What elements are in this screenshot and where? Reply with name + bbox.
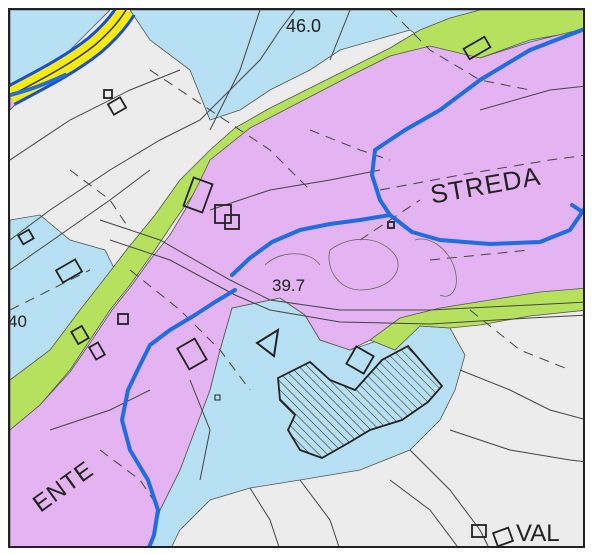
parcel-lines — [10, 10, 583, 546]
triangle-symbol — [255, 328, 280, 358]
contour-lines — [264, 238, 457, 297]
elevation-label-center: 39.7 — [272, 276, 306, 295]
place-label-val: VAL — [516, 520, 560, 547]
green-zone-ridge — [10, 10, 583, 431]
elevation-label-left: 40 — [8, 312, 27, 331]
pink-zone-main — [10, 28, 583, 546]
elevation-label-top: 46.0 — [286, 16, 322, 36]
map-canvas[interactable] — [10, 10, 585, 548]
river — [10, 27, 583, 546]
map-frame[interactable]: 46.0 39.7 40 STREDA VAL ENTE — [8, 8, 585, 548]
hatched-building — [277, 344, 444, 459]
buildings — [17, 35, 515, 546]
marker — [214, 394, 221, 401]
